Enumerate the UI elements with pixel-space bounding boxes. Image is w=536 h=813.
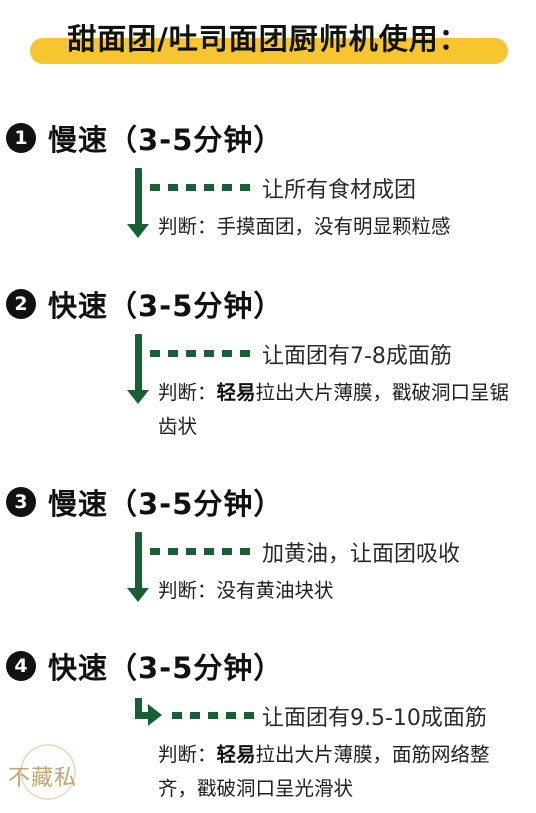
step-description: 让面团有7-8成面筋	[262, 344, 452, 369]
down-arrow-icon	[127, 224, 149, 238]
step-heading: 1 慢速（3-5分钟）	[6, 118, 283, 158]
step-judgement: 判断：手摸面团，没有明显颗粒感	[158, 210, 528, 244]
watermark-circle-icon	[20, 744, 76, 800]
right-arrow-icon	[148, 704, 162, 726]
down-arrow-line	[135, 168, 142, 226]
step-judgement: 判断：轻易拉出大片薄膜，面筋网络整齐，戳破洞口呈光滑状	[158, 738, 528, 806]
step-number-badge: 1	[6, 123, 36, 153]
step-heading: 3 慢速（3-5分钟）	[6, 482, 283, 522]
step-number-badge: 4	[6, 651, 36, 681]
bent-arrow-line	[135, 712, 149, 719]
judge-emphasis: 轻易	[216, 743, 256, 766]
dashed-connector	[150, 548, 250, 555]
step-title: 快速（3-5分钟）	[48, 651, 284, 685]
judge-text: 没有黄油块状	[216, 579, 334, 602]
step-heading: 2 快速（3-5分钟）	[6, 284, 283, 324]
step-number-badge: 3	[6, 487, 36, 517]
judge-label: 判断：	[158, 743, 217, 766]
page-title: 甜面团/吐司面团厨师机使用：	[67, 22, 469, 56]
step-title: 慢速（3-5分钟）	[48, 487, 284, 521]
title-block: 甜面团/吐司面团厨师机使用：	[0, 0, 536, 80]
dashed-connector	[150, 350, 250, 357]
judge-emphasis: 轻易	[216, 381, 256, 404]
judge-label: 判断：	[158, 381, 217, 404]
judge-label: 判断：	[158, 215, 217, 238]
step-title: 慢速（3-5分钟）	[48, 123, 284, 157]
judge-text: 拉出大片薄膜，面筋网络整齐，戳破洞口呈光滑状	[158, 743, 490, 800]
step-description: 让所有食材成团	[262, 178, 417, 203]
step-title: 快速（3-5分钟）	[48, 289, 284, 323]
title-highlight	[30, 38, 508, 64]
down-arrow-line	[135, 334, 142, 392]
down-arrow-line	[135, 532, 142, 590]
judge-label: 判断：	[158, 579, 217, 602]
down-arrow-icon	[127, 588, 149, 602]
step-judgement: 判断：轻易拉出大片薄膜，戳破洞口呈锯齿状	[158, 376, 528, 444]
step-number-badge: 2	[6, 289, 36, 319]
step-description: 加黄油，让面团吸收	[262, 542, 461, 567]
step-heading: 4 快速（3-5分钟）	[6, 646, 283, 686]
dashed-connector	[150, 184, 250, 191]
judge-text: 拉出大片薄膜，戳破洞口呈锯齿状	[158, 381, 510, 438]
step-description: 让面团有9.5-10成面筋	[262, 706, 487, 731]
judge-text: 手摸面团，没有明显颗粒感	[216, 215, 451, 238]
bent-arrow-line	[135, 698, 142, 718]
dashed-connector	[172, 712, 254, 719]
watermark-logo: 不藏私	[4, 742, 86, 804]
step-judgement: 判断：没有黄油块状	[158, 574, 528, 608]
watermark-text: 不藏私	[8, 766, 78, 791]
down-arrow-icon	[127, 390, 149, 404]
